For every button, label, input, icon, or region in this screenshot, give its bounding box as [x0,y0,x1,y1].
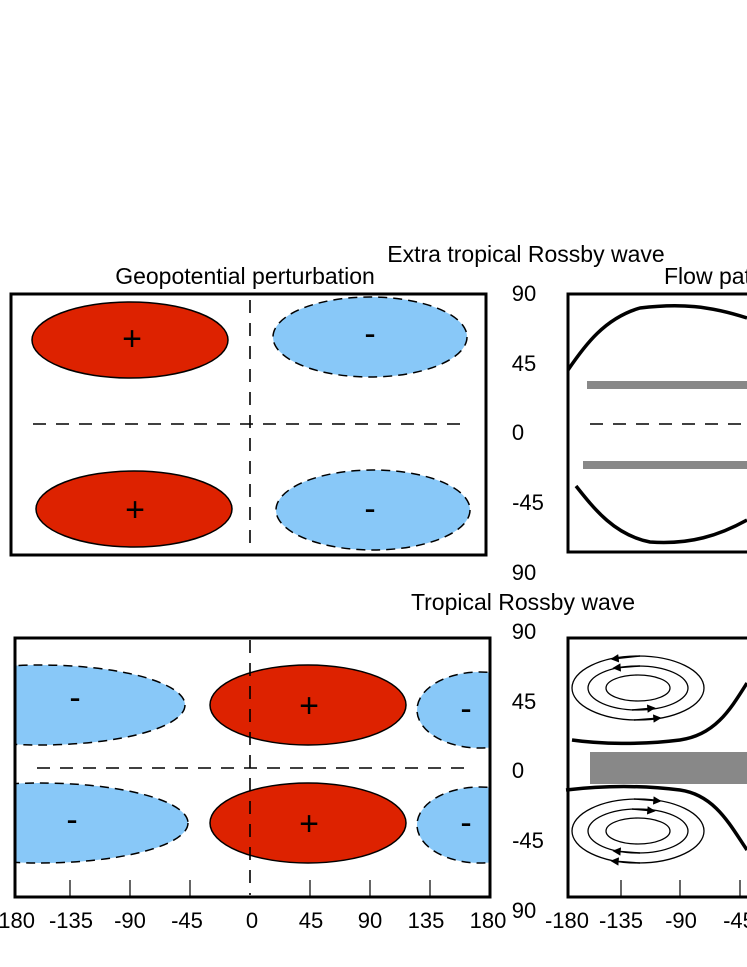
low-anomaly [15,664,186,746]
positive-sign: + [125,491,145,529]
gyre-lower [571,796,705,866]
tropical-heading: Tropical Rossby wave [411,589,635,615]
lat-tick-label: 90 [512,281,536,306]
streamline [574,484,747,545]
lat-tick-label: 0 [512,758,524,783]
lat-tick-label: 90 [512,619,536,644]
lat-tick-label: 0 [512,420,524,445]
latitude-axis-top: 90 45 0 -45 90 [512,281,544,585]
latitude-axis-bottom: 90 45 0 -45 90 [512,619,544,923]
high-anomaly [209,664,407,746]
lon-tick-label: -45 [171,908,203,933]
lon-tick-label: 90 [358,908,382,933]
geopotential-title: Geopotential perturbation [115,263,375,289]
arrow-icon [612,663,641,672]
longitude-axis-left: -180 -135 -90 -45 0 45 90 135 180 [0,908,506,933]
negative-sign: - [460,804,471,842]
lon-tick-label: -135 [599,908,643,933]
positive-sign: + [299,687,319,725]
lat-tick-label: 45 [512,351,536,376]
lon-tick-label: 0 [246,908,258,933]
lon-tick-label: -180 [0,908,35,933]
low-anomaly [275,469,471,551]
lon-tick-label: 135 [408,908,445,933]
arrow-icon [631,704,656,713]
arrow-icon [610,857,641,866]
negative-sign: - [66,801,77,839]
negative-sign: - [364,490,375,528]
negative-sign: - [364,315,375,353]
positive-sign: + [299,805,319,843]
lat-tick-label: 90 [512,560,536,585]
panel-tropical-flow [565,636,747,899]
gyre-upper [571,654,705,723]
arrow-icon [631,806,656,815]
arrow-icon [612,847,641,856]
high-anomaly [31,301,229,379]
lat-tick-label: -45 [512,828,544,853]
panel-extratropical-geopotential: + - + - [9,292,488,557]
lat-tick-label: -45 [512,490,544,515]
negative-sign: - [460,690,471,728]
positive-sign: + [122,320,142,358]
lon-tick-label: -45 [723,908,747,933]
low-anomaly [15,782,189,864]
lon-tick-label: -90 [665,908,697,933]
arrow-icon [633,796,662,805]
panel-frame [566,636,747,899]
longitude-ticks [620,880,741,897]
lon-tick-label: -90 [114,908,146,933]
streamline [566,303,747,371]
jet-bar [590,752,747,784]
longitude-ticks [69,880,431,897]
negative-sign: - [69,679,80,717]
low-anomaly [416,786,490,864]
panel-frame [13,636,492,899]
extratropical-heading: Extra tropical Rossby wave [387,241,664,267]
lon-tick-label: -135 [49,908,93,933]
high-anomaly [35,470,233,548]
low-anomaly [272,296,468,378]
panel-frame [9,292,488,557]
streamline [565,784,747,851]
low-anomaly [416,671,490,749]
panel-tropical-geopotential: - + - - + - [13,636,492,899]
arrow-icon [610,654,641,663]
lon-tick-label: 180 [470,908,507,933]
lon-tick-label: 45 [299,908,323,933]
flow-pattern-title: Flow pat [664,263,747,289]
panel-extratropical-flow [566,292,747,554]
lon-tick-label: -180 [545,908,589,933]
lat-tick-label: 90 [512,898,536,923]
streamline [571,682,747,746]
arrow-icon [633,714,662,723]
panel-frame [566,292,747,554]
longitude-axis-right: -180 -135 -90 -45 [545,908,747,933]
lat-tick-label: 45 [512,689,536,714]
high-anomaly [209,782,407,864]
